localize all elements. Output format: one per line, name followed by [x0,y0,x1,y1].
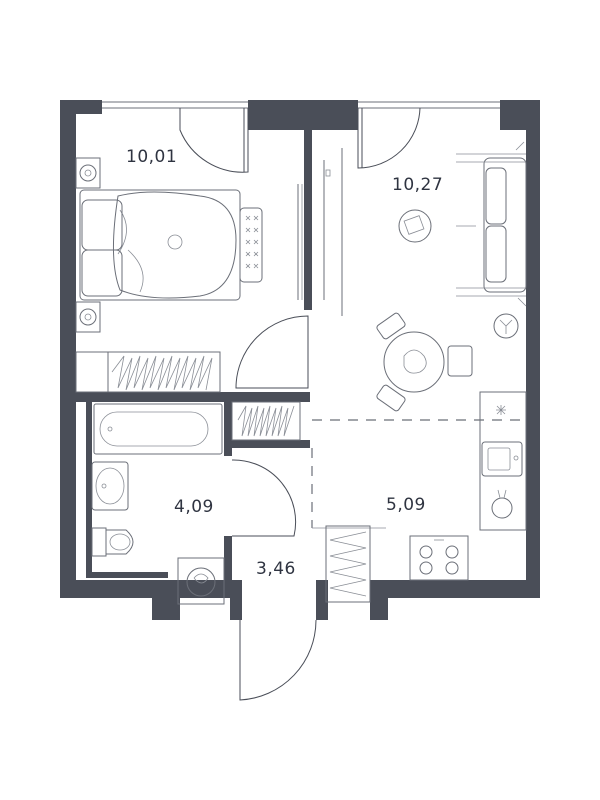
wall-wardrobe-top [230,398,310,402]
toilet [105,529,134,555]
door-living-window [357,107,421,169]
chair [376,312,406,340]
wall-bath-bottom [86,572,168,578]
wall-bedroom-living [304,128,312,310]
zone-dividers [311,419,526,529]
area-label-hall: 3,46 [256,559,296,579]
area-label-bedroom: 10,01 [126,147,177,167]
wall-hall-top [232,440,310,448]
kitchen-fixtures [409,391,527,581]
toilet-tank [91,527,107,557]
wall-left [60,100,76,598]
lamp-icon [79,308,97,326]
dining-table [383,331,445,393]
wall-top-middle [248,100,358,130]
nightstand-top [75,157,101,189]
door-bedroom-window [179,108,249,173]
doors [179,107,421,701]
coffee-table [398,209,432,243]
wall-bottom-door-right [316,580,328,620]
bathtub [93,403,223,455]
sink [481,441,523,477]
wall-bath-right-lower [224,536,232,580]
washing-machine [177,557,225,605]
wall-bottom-left [60,580,238,598]
windows [102,101,500,109]
lamp-icon [79,164,97,182]
hall-wardrobes [231,401,371,603]
dishwasher [491,497,513,519]
bedroom-furniture [75,157,303,393]
sofa [483,157,527,293]
kitchen-counter [479,391,527,531]
wall-bottom-notch-left [152,580,180,620]
plant-icon [493,313,519,339]
wall-bedroom-bath [76,392,310,402]
bed [79,189,241,301]
wall-bath-right-upper [224,402,232,456]
washbasin [91,461,129,511]
door-bathroom [231,459,297,537]
area-label-bathroom: 4,09 [174,497,214,517]
walls [60,100,540,620]
area-label-kitchen: 5,09 [386,495,426,515]
wall-right [526,100,540,598]
bathroom-fixtures [91,403,225,605]
area-labels: 10,01 10,27 4,09 5,09 3,46 [126,147,443,579]
shelf [75,351,109,393]
area-label-living: 10,27 [392,175,443,195]
bench [239,207,263,283]
chair [376,384,406,412]
hall-wardrobe-top [231,401,301,441]
hall-wardrobe-entrance [325,525,371,603]
door-bedroom [235,315,309,389]
wall-bottom-door-left [230,580,242,620]
stove [409,535,469,581]
wall-bottom-right [370,580,540,598]
nightstand-bottom [75,301,101,333]
door-entrance [239,619,317,701]
living-furniture [323,141,527,412]
pillow-bottom [81,249,123,297]
chair [447,345,473,377]
wall-bath-left [86,402,92,576]
wardrobe [107,351,221,393]
